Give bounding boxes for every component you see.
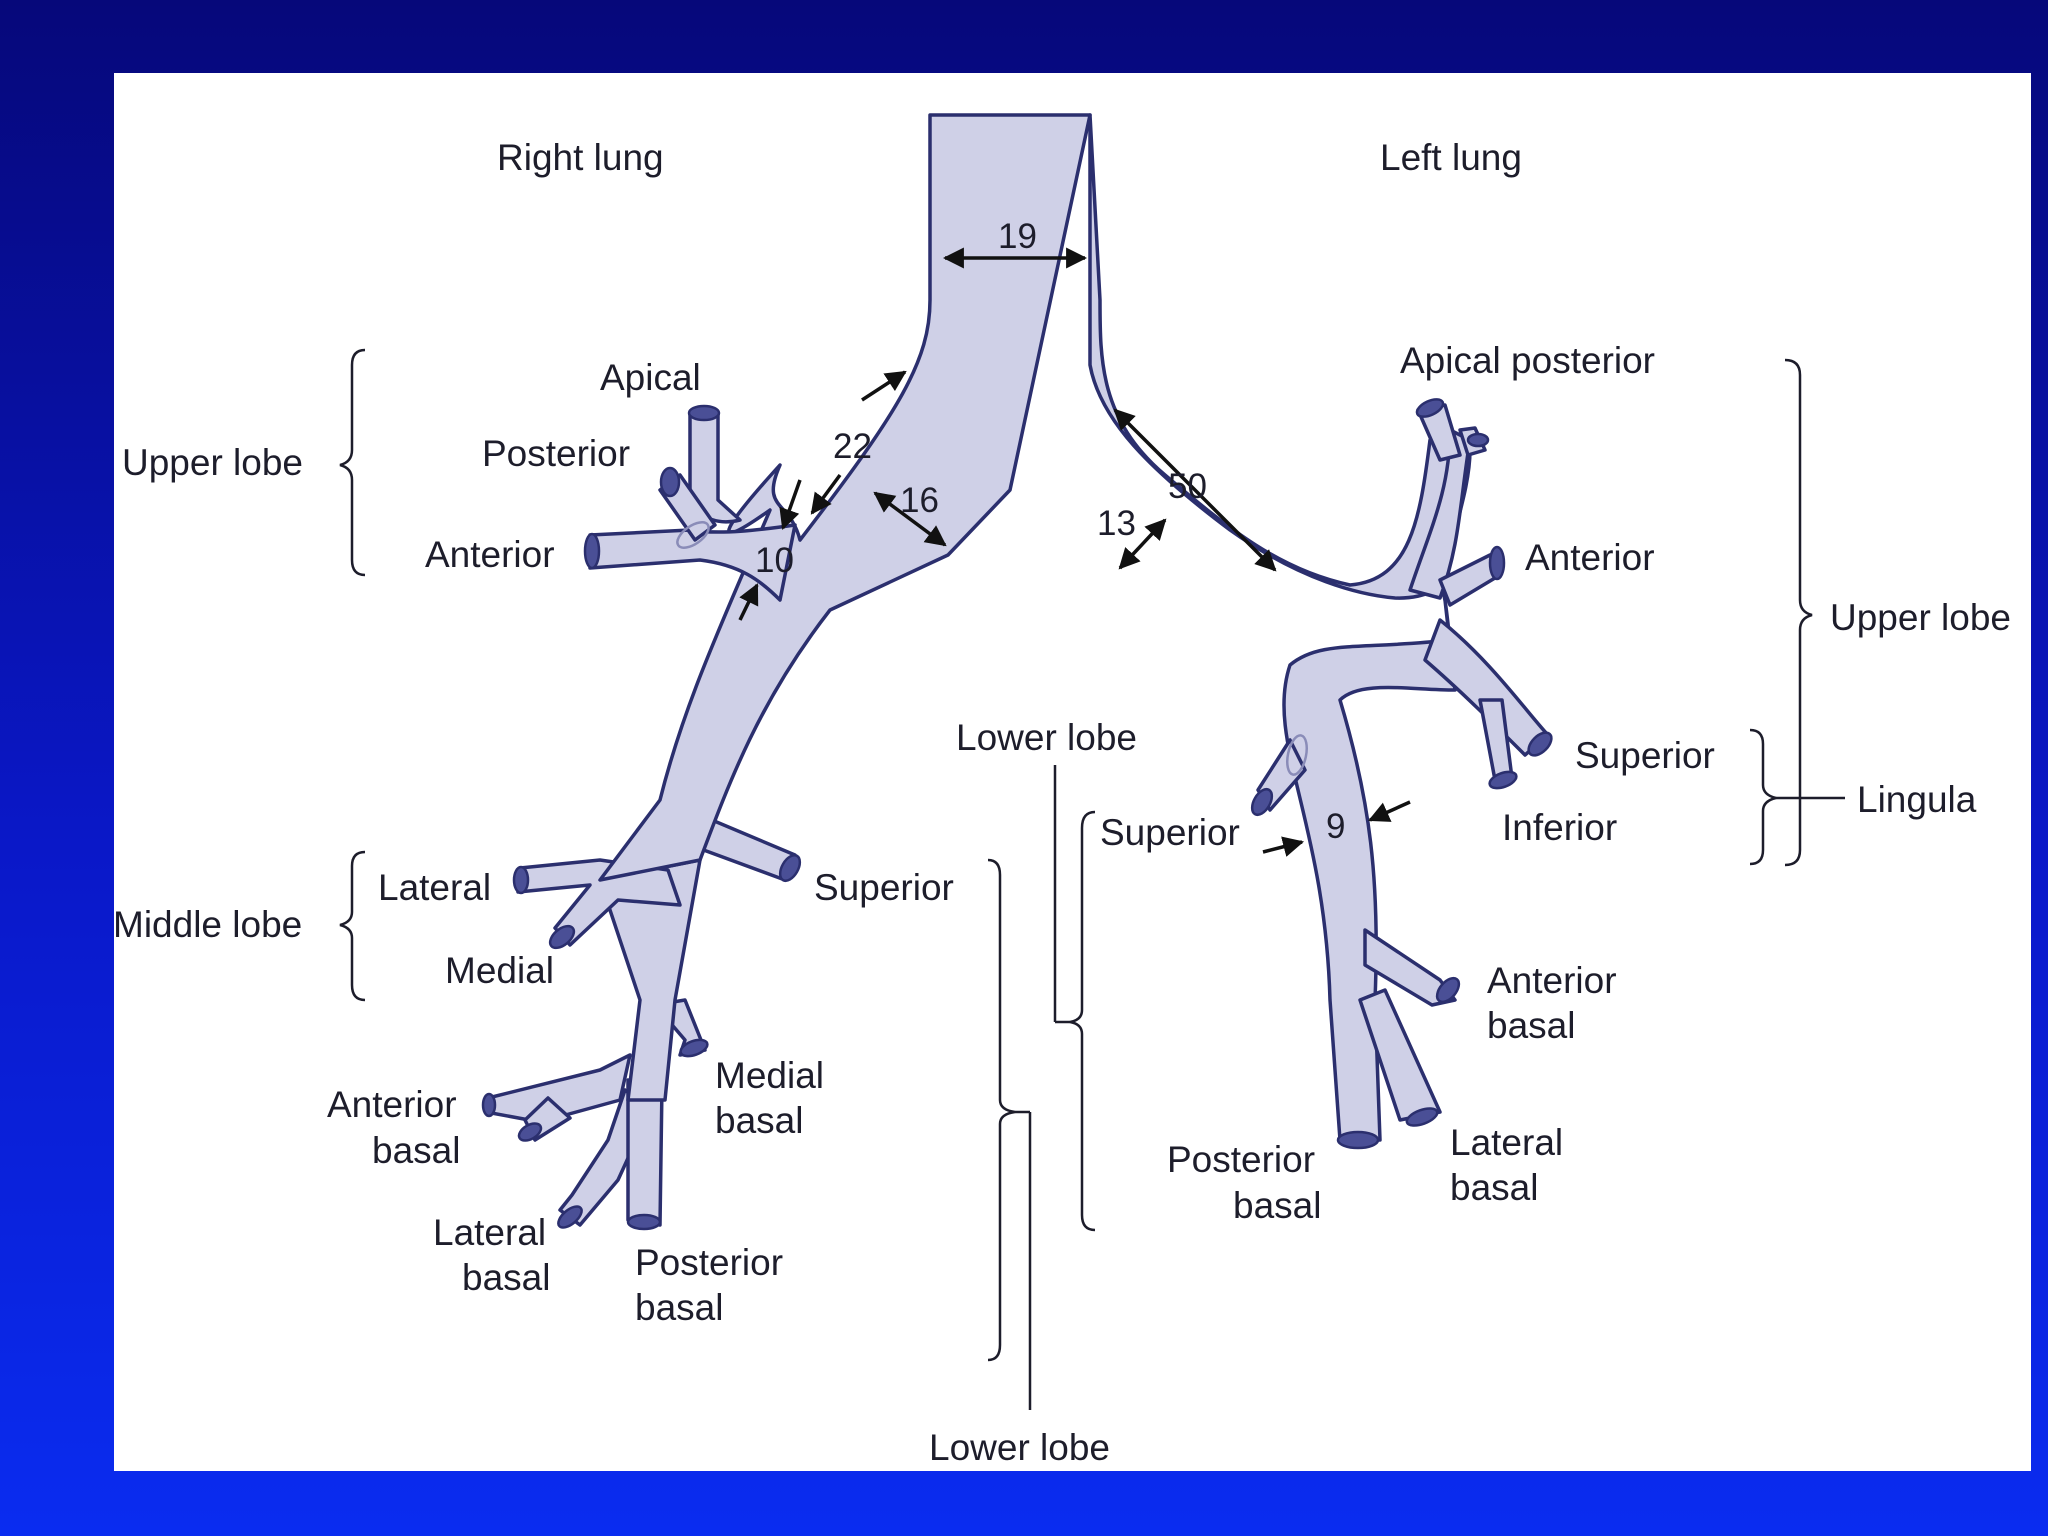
right-superior-end [778, 853, 802, 883]
right-main-diameter-value: 16 [900, 481, 939, 520]
left-posterior-basal-end [1336, 1130, 1380, 1150]
left-anterior-label: Anterior [1525, 537, 1655, 578]
left-apical-posterior-end [1415, 398, 1445, 418]
diagram-panel [114, 73, 2031, 1471]
right-upper-cartilage-ring [676, 521, 710, 549]
left-main-length-arrow [1113, 408, 1277, 572]
right-apical-label: Apical [600, 357, 701, 398]
left-superior-label: Superior [1100, 812, 1240, 853]
left-lateral-basal-bronchus [1358, 988, 1442, 1122]
right-lateral-basal-label-2: basal [462, 1257, 550, 1298]
right-main-bronchus [598, 113, 1092, 882]
left-anterior-basal-end [1435, 976, 1461, 1004]
left-upper-lobe-bracket [1784, 358, 1813, 867]
right-medial-basal-label-2: basal [715, 1100, 803, 1141]
right-medial-basal-end [679, 1038, 709, 1058]
right-apical-end [687, 404, 721, 422]
right-main-diameter-arrow [873, 491, 947, 547]
left-upper-lobe-label: Upper lobe [1830, 597, 2011, 638]
left-lateral-basal-label-1: Lateral [1450, 1122, 1563, 1163]
right-upper-diameter-arrow [738, 583, 759, 621]
lingula-bracket [1749, 728, 1777, 866]
right-upper-lobe-bracket [339, 348, 366, 577]
right-upper-end-arrow [779, 479, 802, 530]
airway-tree [481, 113, 1553, 1231]
left-main-bronchus [1088, 113, 1472, 1142]
lingula-superior-label: Superior [1575, 735, 1715, 776]
left-lower-superior-end [1250, 787, 1274, 817]
right-upper-diameter-value: 10 [755, 541, 794, 580]
right-middle-lobe-label: Middle lobe [113, 904, 302, 945]
right-lateral-basal-end [557, 1205, 583, 1229]
right-anterior-basal-end [481, 1092, 497, 1118]
left-anterior-basal-label-1: Anterior [1487, 960, 1617, 1001]
left-lateral-basal-end [1405, 1107, 1439, 1127]
left-lower-cartilage-ring [1286, 734, 1308, 776]
right-posterior-basal-end [626, 1213, 662, 1231]
left-main-diameter-value: 13 [1097, 504, 1136, 543]
right-posterior-label: Posterior [482, 433, 630, 474]
right-anterior-label: Anterior [425, 534, 555, 575]
left-apical-posterior-end-2 [1466, 432, 1490, 448]
right-medial-label: Medial [445, 950, 554, 991]
right-main-length-arrow-top [861, 370, 907, 402]
left-anterior-end [1488, 545, 1506, 581]
right-lung-header: Right lung [497, 137, 664, 178]
right-superior-label: Superior [814, 867, 954, 908]
left-lower-lobe-label: Lower lobe [956, 717, 1137, 758]
right-lateral-basal-label-1: Lateral [433, 1212, 546, 1253]
left-lower-diameter-arrow-left [1262, 836, 1305, 857]
right-middle-lobe-bronchus [516, 858, 682, 947]
measurement-arrows [738, 247, 1411, 857]
left-lower-diameter-arrow-right [1368, 800, 1411, 822]
right-posterior-basal-label-1: Posterior [635, 1242, 783, 1283]
right-lower-lobe-label: Lower lobe [929, 1427, 1110, 1468]
right-lower-lobe-bracket [987, 858, 1016, 1362]
right-main-length-arrow-bottom [810, 473, 842, 515]
right-posterior-basal-label-2: basal [635, 1287, 723, 1328]
right-lateral-label: Lateral [378, 867, 491, 908]
left-main-diameter-arrow [1118, 518, 1167, 570]
left-lateral-basal-label-2: basal [1450, 1167, 1538, 1208]
right-upper-lobe-label: Upper lobe [122, 442, 303, 483]
right-middle-lobe-bracket [339, 850, 366, 1002]
left-posterior-basal-label-2: basal [1233, 1185, 1321, 1226]
left-lung-header: Left lung [1380, 137, 1522, 178]
trachea-diameter-value: 19 [998, 217, 1037, 256]
right-lateral-end [512, 865, 530, 895]
lingula-inferior-label: Inferior [1502, 807, 1617, 848]
labels: Right lung Left lung Upper lobe Apical P… [113, 137, 2011, 1468]
right-anterior-basal-label-1: Anterior [327, 1084, 457, 1125]
left-lower-lobe-bracket [1069, 810, 1096, 1232]
right-medial-basal-label-1: Medial [715, 1055, 824, 1096]
right-anterior-end [583, 532, 601, 570]
right-main-length-value: 22 [833, 427, 872, 466]
right-anterior-basal-label-2: basal [372, 1130, 460, 1171]
left-anterior-basal-label-2: basal [1487, 1005, 1575, 1046]
lingula-label: Lingula [1857, 779, 1977, 820]
left-posterior-basal-label-1: Posterior [1167, 1139, 1315, 1180]
left-main-length-value: 50 [1168, 467, 1207, 506]
right-anterior-basal-sub-end [517, 1122, 543, 1142]
left-lingula-inferior-end [1488, 770, 1518, 790]
left-apical-posterior-label: Apical posterior [1400, 340, 1655, 381]
right-medial-end [548, 924, 576, 950]
left-lingula-superior-end [1527, 731, 1553, 757]
left-lower-diameter-value: 9 [1326, 807, 1345, 846]
right-posterior-end [659, 466, 681, 498]
lobe-brackets [339, 348, 1845, 1410]
